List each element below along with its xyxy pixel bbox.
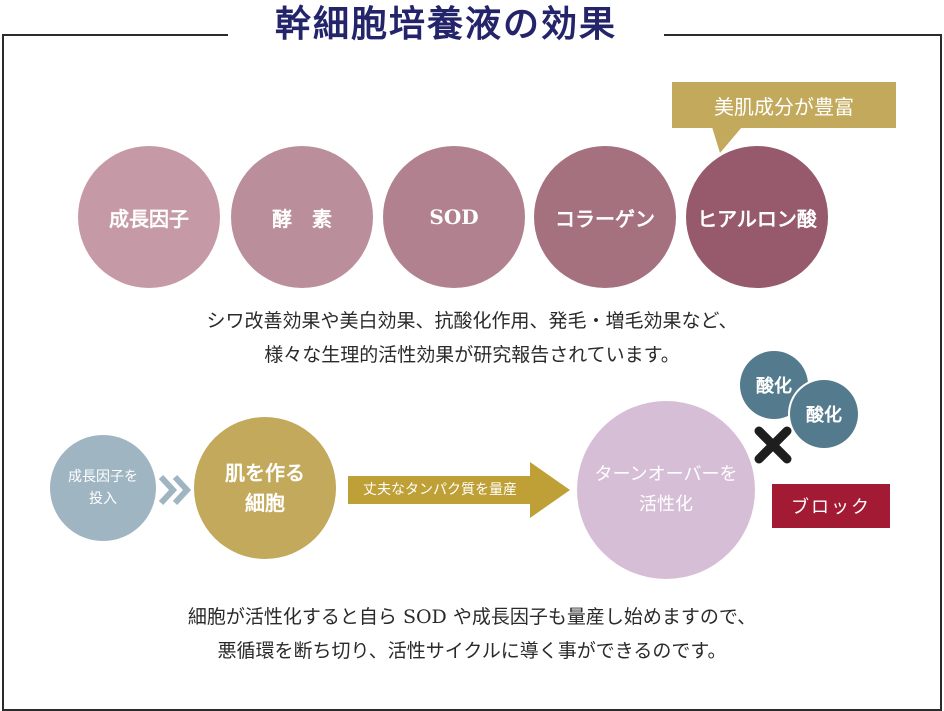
result-description-line: 細胞が活性化すると自ら SOD や成長因子も量産し始めますので、 <box>187 606 757 628</box>
ingredient-circle-growth-factor: 成長因子 <box>78 146 220 288</box>
cell-circle: 肌を作る 細胞 <box>194 417 336 559</box>
ingredient-label: SOD <box>429 205 479 229</box>
ingredient-label: コラーゲン <box>555 206 655 231</box>
input-circle-line: 成長因子を <box>68 469 138 485</box>
block-label-box: ブロック <box>772 484 890 528</box>
result-description-line: 悪循環を断ち切り、活性サイクルに導く事ができるのです。 <box>217 640 727 662</box>
cross-icon <box>754 426 792 464</box>
oxidation-label: 酸化 <box>756 376 792 397</box>
effects-description-line: シワ改善効果や美白効果、抗酸化作用、発毛・増毛効果など、 <box>206 310 738 332</box>
input-circle-line: 投入 <box>89 491 117 507</box>
arrow-label: 丈夫なタンパク質を量産 <box>363 482 517 498</box>
effects-description: シワ改善効果や美白効果、抗酸化作用、発毛・増毛効果など、 様々な生理的活性効果が… <box>80 304 864 372</box>
ingredient-circle-enzyme: 酵 素 <box>231 146 373 288</box>
result-description: 細胞が活性化すると自ら SOD や成長因子も量産し始めますので、 悪循環を断ち切… <box>80 600 864 668</box>
turnover-circle: ターンオーバーを 活性化 <box>577 401 755 579</box>
turnover-circle-line: 活性化 <box>638 494 693 515</box>
ingredient-label: 成長因子 <box>109 206 189 231</box>
ingredient-label: 酵 素 <box>272 206 332 231</box>
ingredient-circle-sod: SOD <box>383 146 525 288</box>
callout-tail <box>712 127 742 153</box>
ingredient-circle-collagen: コラーゲン <box>534 146 676 288</box>
callout-box: 美肌成分が豊富 <box>672 82 896 128</box>
double-chevron-right-icon <box>158 474 192 506</box>
turnover-circle-line: ターンオーバーを <box>594 464 738 485</box>
ingredient-label: ヒアルロン酸 <box>697 206 817 231</box>
input-circle: 成長因子を 投入 <box>50 435 156 541</box>
oxidation-label: 酸化 <box>806 405 842 426</box>
oxidation-circle: 酸化 <box>790 380 858 448</box>
cell-circle-line: 肌を作る <box>225 461 305 485</box>
oxidation-circle: 酸化 <box>740 351 808 419</box>
cell-circle-line: 細胞 <box>245 491 285 515</box>
effects-description-line: 様々な生理的活性効果が研究報告されています。 <box>264 344 680 366</box>
page-title: 幹細胞培養液の効果 <box>228 0 664 52</box>
right-arrow-icon <box>348 462 570 518</box>
ingredient-circle-hyaluronic-acid: ヒアルロン酸 <box>686 146 828 288</box>
